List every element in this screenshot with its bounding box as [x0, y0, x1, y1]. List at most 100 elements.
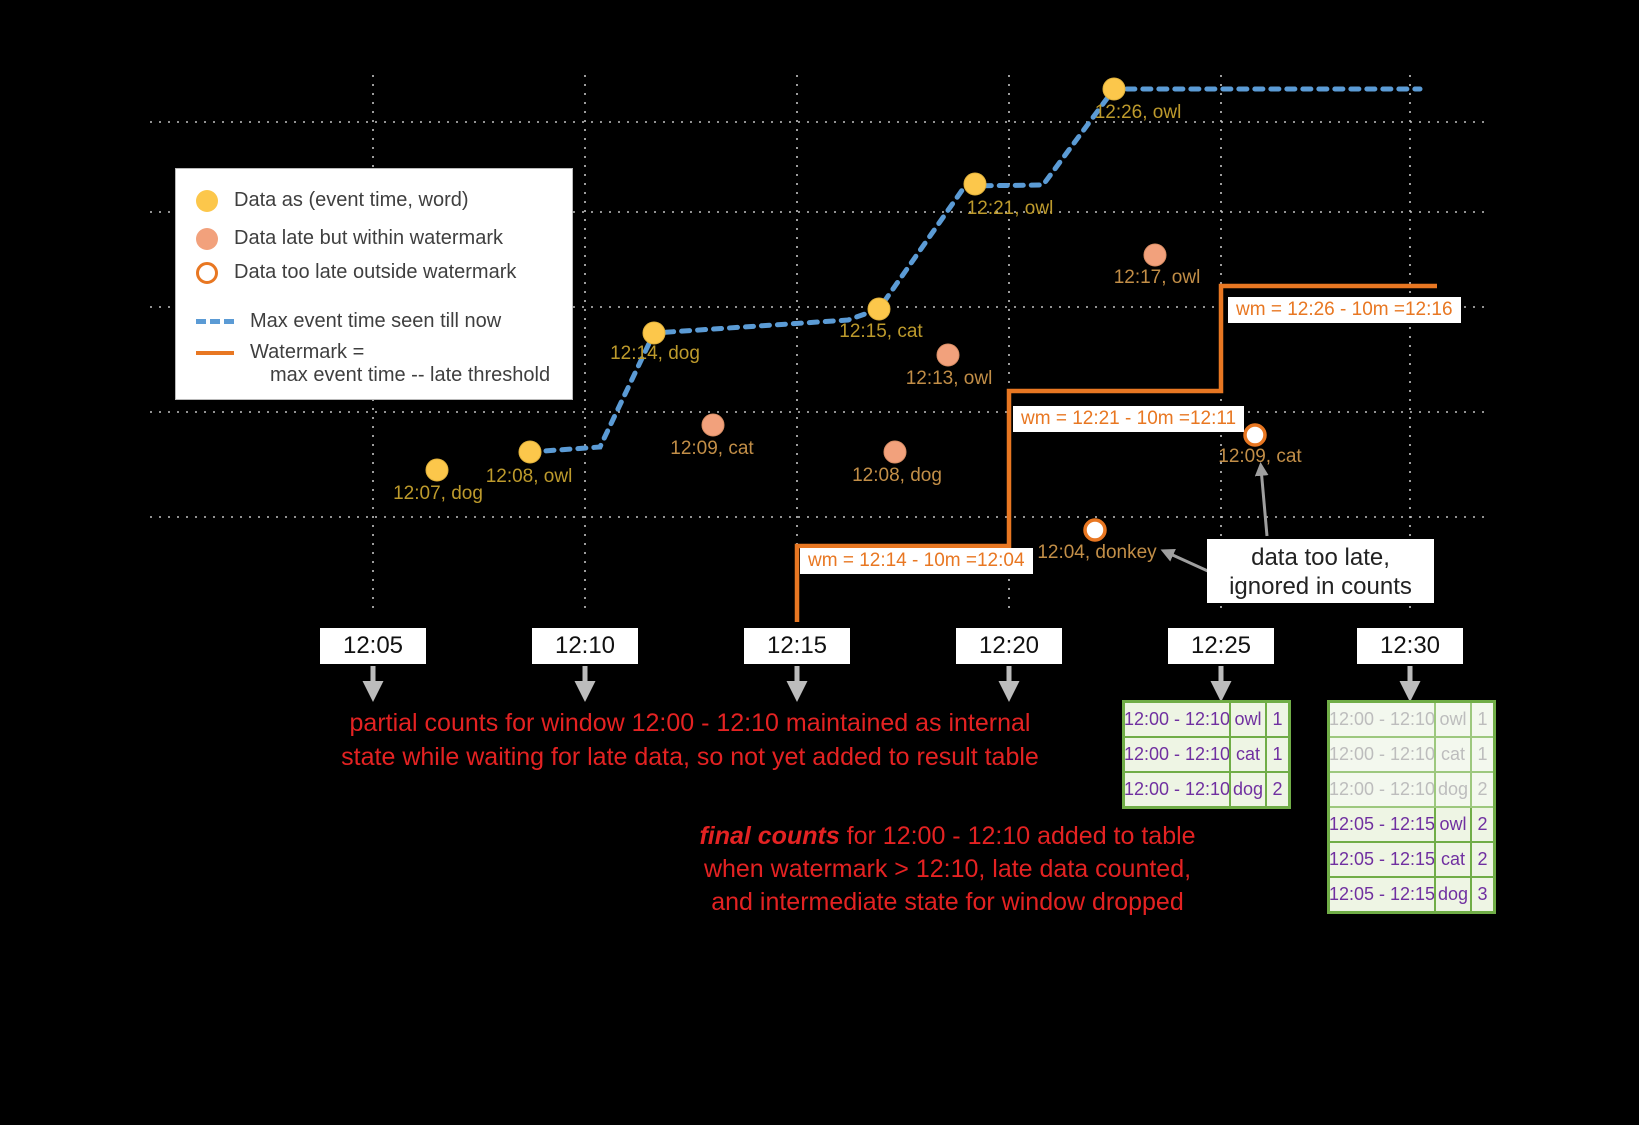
table-row: 12:05 - 12:15 cat 2 [1330, 843, 1493, 878]
legend-item-label: Data too late outside watermark [234, 261, 517, 283]
data-point-ontime [867, 297, 891, 321]
point-label: 12:09, cat [1218, 446, 1302, 467]
legend-item-max-event: Max event time seen till now [196, 310, 501, 333]
window-cell: 12:05 - 12:15 [1330, 878, 1436, 911]
table-row: 12:00 - 12:10 cat 1 [1125, 738, 1288, 773]
data-point-late [883, 440, 907, 464]
max-event-time-line [527, 86, 1423, 455]
data-point-ontime [518, 440, 542, 464]
dashed-line-icon [196, 319, 234, 324]
legend-item-watermark: Watermark = max event time -- late thres… [196, 341, 550, 387]
note-line-rest: for 12:00 - 12:10 added to table [839, 822, 1196, 850]
data-point-too-late [1083, 518, 1107, 542]
word-cell: cat [1436, 738, 1472, 771]
table-row-dropped: 12:00 - 12:10 owl 1 [1330, 703, 1493, 738]
word-cell: owl [1436, 808, 1472, 841]
too-late-callout: data too late, ignored in counts [1207, 539, 1434, 603]
note-line: state while waiting for late data, so no… [341, 743, 1039, 771]
tick-label-1220: 12:20 [956, 628, 1062, 664]
tick-label-1230: 12:30 [1357, 628, 1463, 664]
legend-item-label: Watermark = max event time -- late thres… [250, 341, 550, 387]
window-cell: 12:05 - 12:15 [1330, 808, 1436, 841]
legend-item-label: Max event time seen till now [250, 310, 502, 332]
legend-item-too-late: Data too late outside watermark [196, 261, 516, 284]
count-cell: 1 [1477, 709, 1488, 729]
note-line: when watermark > 12:10, late data counte… [703, 855, 1192, 883]
legend-item-ontime: Data as (event time, word) [196, 189, 469, 212]
tick-label-1210: 12:10 [532, 628, 638, 664]
watermark-line [794, 283, 1437, 622]
legend: Data as (event time, word) Data late but… [175, 168, 573, 400]
too-late-dot-icon [196, 261, 218, 284]
data-point-ontime [963, 172, 987, 196]
table-row: 12:05 - 12:15 owl 2 [1330, 808, 1493, 843]
table-row: 12:00 - 12:10 dog 2 [1125, 773, 1288, 806]
point-label: 12:04, donkey [1037, 542, 1157, 563]
word-cell: cat [1231, 738, 1267, 771]
result-table-1230: 12:00 - 12:10 owl 1 12:00 - 12:10 cat 1 … [1327, 700, 1496, 914]
watermark-label-line1: Watermark = [250, 341, 365, 363]
count-cell: 1 [1272, 744, 1283, 764]
count-cell: 2 [1272, 779, 1283, 799]
table-row: 12:05 - 12:15 dog 3 [1330, 878, 1493, 911]
watermark-label-line2: max event time -- late threshold [270, 364, 551, 386]
word-cell: cat [1436, 843, 1472, 876]
point-label: 12:07, dog [393, 483, 483, 504]
point-label: 12:17, owl [1113, 267, 1201, 288]
callout-line2: ignored in counts [1229, 573, 1412, 600]
watermark-value-box: wm = 12:14 - 10m =12:04 [800, 548, 1033, 574]
watermark-value-box: wm = 12:26 - 10m =12:16 [1228, 297, 1461, 323]
data-points-ontime [425, 77, 1126, 482]
note-final-counts: final counts for 12:00 - 12:10 added to … [655, 820, 1240, 919]
point-label: 12:08, owl [485, 466, 573, 487]
data-points-too-late [1083, 423, 1267, 542]
note-line: final counts for 12:00 - 12:10 added to … [655, 820, 1240, 853]
legend-item-label: Data late but within watermark [234, 227, 504, 249]
word-cell: owl [1231, 703, 1267, 736]
word-cell: dog [1231, 773, 1267, 806]
ontime-dot-icon [196, 189, 218, 212]
final-counts-emphasis: final counts [699, 822, 840, 850]
data-point-ontime [1102, 77, 1126, 101]
window-cell: 12:00 - 12:10 [1330, 773, 1436, 806]
window-cell: 12:00 - 12:10 [1330, 738, 1436, 771]
note-line: partial counts for window 12:00 - 12:10 … [349, 709, 1031, 737]
window-cell: 12:05 - 12:15 [1330, 843, 1436, 876]
table-row-dropped: 12:00 - 12:10 dog 2 [1330, 773, 1493, 808]
count-cell: 3 [1477, 884, 1488, 904]
tick-label-1215: 12:15 [744, 628, 850, 664]
point-label: 12:26, owl [1094, 102, 1182, 123]
window-cell: 12:00 - 12:10 [1125, 703, 1231, 736]
tick-label-1205: 12:05 [320, 628, 426, 664]
data-points-late [701, 243, 1167, 464]
data-point-late [1143, 243, 1167, 267]
table-row-dropped: 12:00 - 12:10 cat 1 [1330, 738, 1493, 773]
point-label: 12:14, dog [610, 343, 700, 364]
note-partial-counts: partial counts for window 12:00 - 12:10 … [300, 706, 1080, 774]
point-label: 12:13, owl [905, 368, 993, 389]
word-cell: dog [1436, 878, 1472, 911]
callout-arrows [1160, 462, 1269, 574]
data-point-late [936, 343, 960, 367]
window-cell: 12:00 - 12:10 [1125, 773, 1231, 806]
result-table-1225: 12:00 - 12:10 owl 1 12:00 - 12:10 cat 1 … [1122, 700, 1291, 809]
watermark-value-box: wm = 12:21 - 10m =12:11 [1013, 406, 1245, 432]
note-line: and intermediate state for window droppe… [711, 888, 1184, 916]
callout-arrow-to-cat [1254, 462, 1269, 537]
count-cell: 2 [1477, 814, 1488, 834]
late-dot-icon [196, 227, 218, 250]
callout-line1: data too late, [1251, 544, 1390, 571]
data-point-too-late [1243, 423, 1267, 447]
point-label: 12:15, cat [839, 321, 923, 342]
legend-item-label: Data as (event time, word) [234, 189, 469, 211]
window-cell: 12:00 - 12:10 [1330, 703, 1436, 736]
count-cell: 1 [1272, 709, 1283, 729]
point-label: 12:09, cat [670, 438, 754, 459]
legend-item-late: Data late but within watermark [196, 227, 503, 250]
window-cell: 12:00 - 12:10 [1125, 738, 1231, 771]
data-point-ontime [642, 321, 666, 345]
callout-arrow-to-donkey [1160, 548, 1211, 574]
tick-arrows [362, 666, 1421, 702]
count-cell: 2 [1477, 779, 1488, 799]
